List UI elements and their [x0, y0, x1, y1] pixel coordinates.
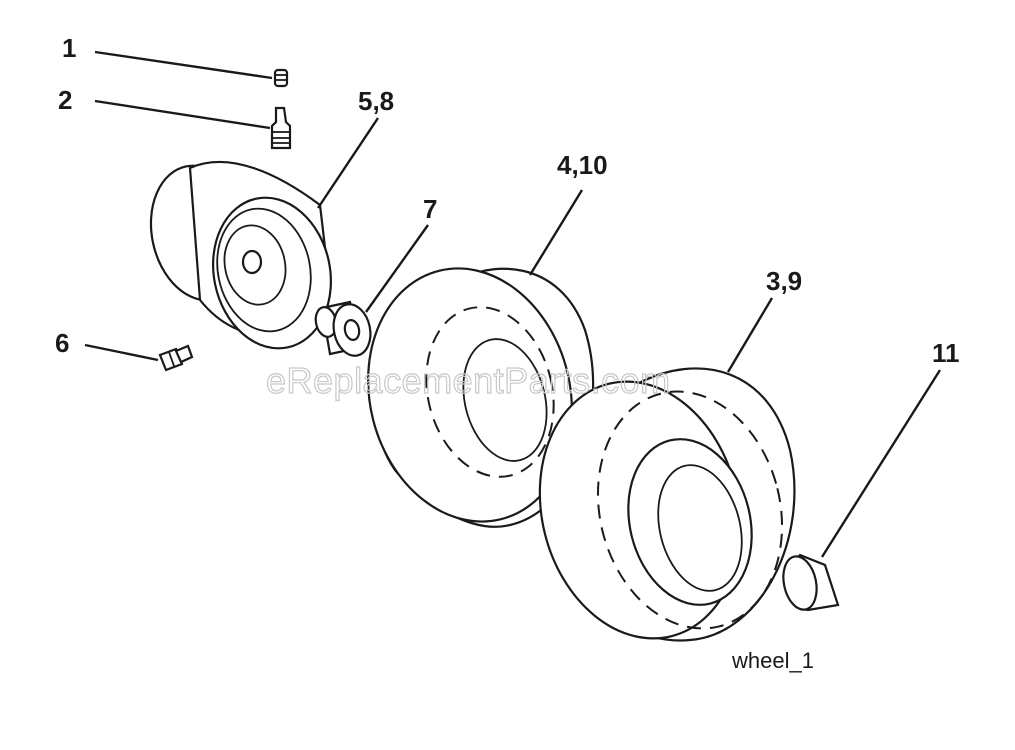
part-hub-cap — [782, 553, 840, 612]
part-wheel-rim — [149, 160, 332, 350]
part-grease-fitting — [158, 344, 194, 372]
callout-5-8: 5,8 — [358, 86, 394, 116]
callout-6: 6 — [55, 328, 69, 358]
callout-1: 1 — [62, 33, 76, 63]
leader-1 — [94, 50, 273, 80]
callout-2: 2 — [58, 85, 72, 115]
leader-7 — [365, 224, 429, 313]
diagram-ref-label: wheel_1 — [731, 648, 814, 673]
part-tire-4-10 — [367, 267, 595, 528]
part-valve-cap — [273, 68, 289, 88]
leader-2 — [94, 99, 271, 130]
part-tire-3-9 — [538, 367, 796, 642]
leader-4-10 — [528, 189, 584, 276]
watermark: eReplacementParts.com — [266, 360, 671, 401]
callout-7: 7 — [423, 194, 437, 224]
leader-11 — [820, 369, 942, 558]
leader-3-9 — [726, 297, 774, 373]
leader-lines — [84, 50, 942, 558]
callout-11: 11 — [932, 338, 960, 368]
leader-5-8 — [317, 117, 379, 209]
part-valve-stem — [270, 106, 292, 150]
callout-3-9: 3,9 — [766, 266, 802, 296]
part-bushing — [314, 300, 372, 357]
leader-6 — [84, 343, 159, 362]
callout-4-10: 4,10 — [557, 150, 608, 180]
